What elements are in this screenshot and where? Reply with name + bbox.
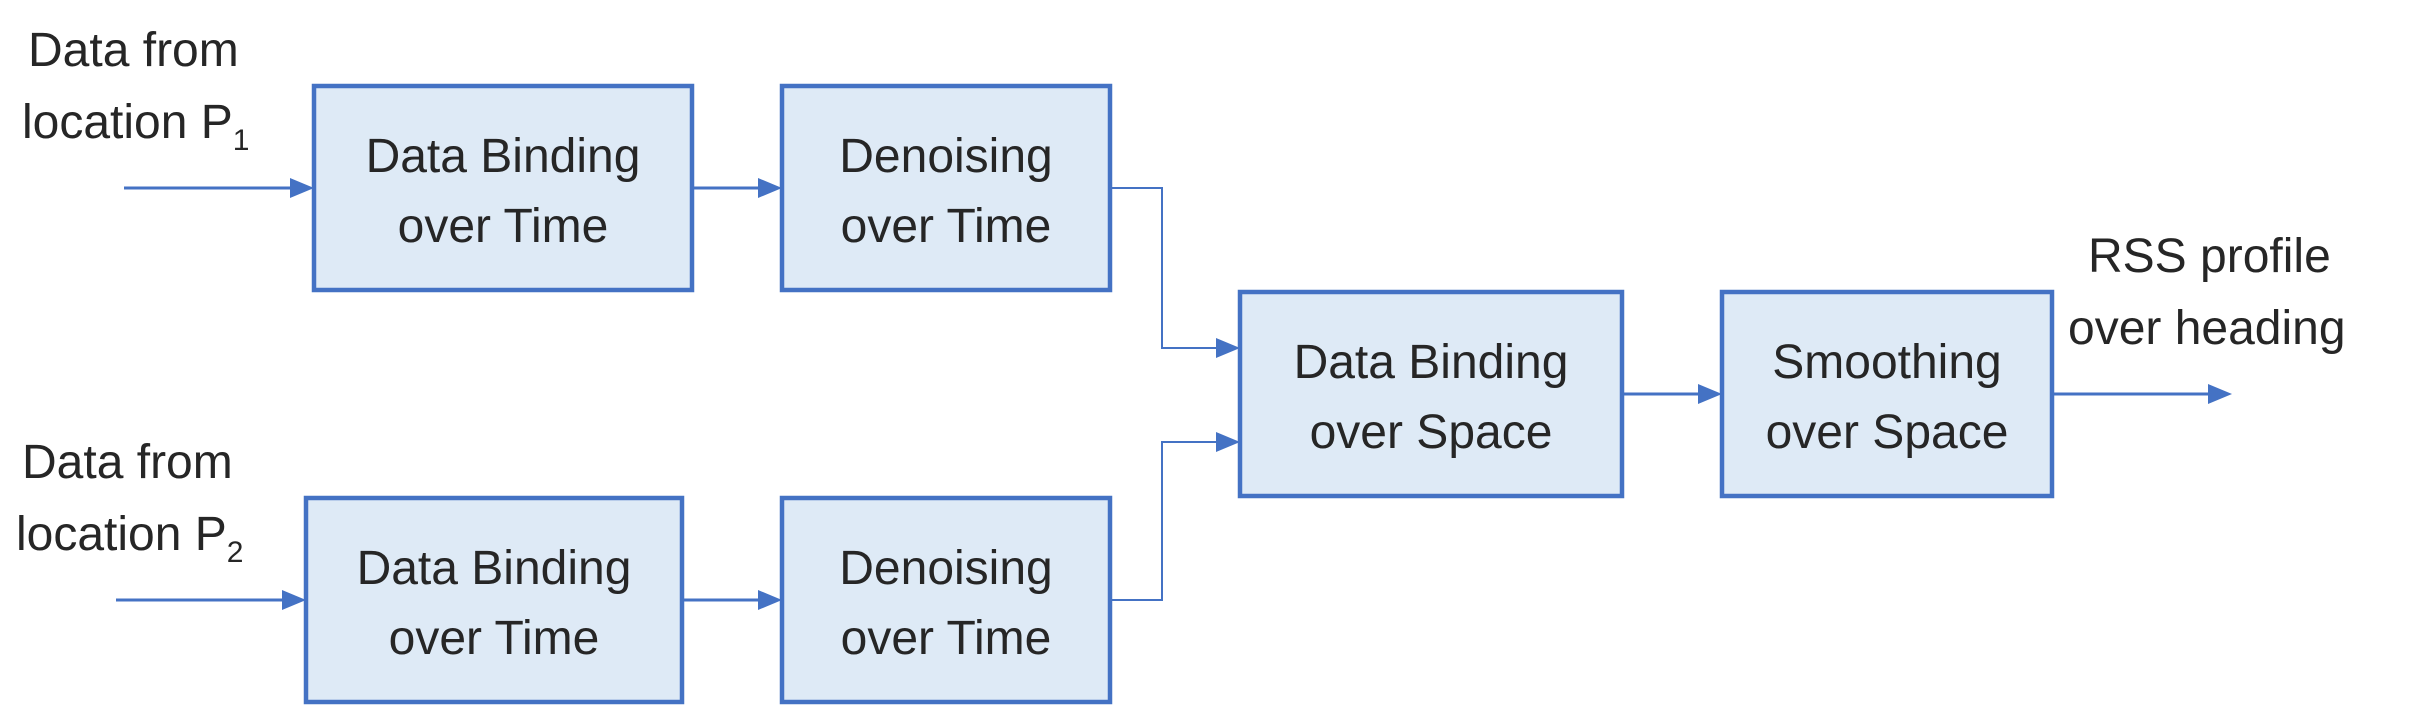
- arrow-binding2-to-denoising2: [682, 590, 782, 610]
- block-label-line1: Smoothing: [1772, 336, 2001, 389]
- block-label-line2: over Time: [398, 200, 609, 253]
- block-label-line2: over Space: [1766, 406, 2009, 459]
- input-label-p2-subscript: 2: [227, 536, 244, 569]
- block-data-binding-over-space: Data Binding over Space: [1237, 289, 1625, 499]
- block-label-line2: over Time: [389, 612, 600, 665]
- block-label-line2: over Space: [1310, 406, 1553, 459]
- arrow-output: [2052, 384, 2232, 404]
- block-label-line1: Denoising: [839, 130, 1052, 183]
- arrow-input-p1: [124, 178, 314, 198]
- arrow-denoising1-to-binding-space: [1110, 187, 1240, 358]
- input-label-p1-line2: location P: [22, 96, 233, 149]
- block-denoising-over-time-1: Denoising over Time: [779, 83, 1113, 293]
- input-label-p2-line1: Data from: [22, 436, 233, 489]
- input-label-p1-subscript: 1: [233, 124, 250, 157]
- block-smoothing-over-space: Smoothing over Space: [1719, 289, 2055, 499]
- block-label-line1: Data Binding: [1294, 336, 1569, 389]
- block-label-line2: over Time: [841, 612, 1052, 665]
- block-data-binding-over-time-1: Data Binding over Time: [311, 83, 695, 293]
- output-label-line2: over heading: [2068, 302, 2346, 355]
- block-label-line1: Data Binding: [366, 130, 641, 183]
- input-label-p1: Data from location P1: [22, 24, 249, 157]
- arrow-input-p2: [116, 590, 306, 610]
- arrow-denoising2-to-binding-space: [1110, 432, 1240, 601]
- input-label-p1-line1: Data from: [28, 24, 239, 77]
- block-label-line2: over Time: [841, 200, 1052, 253]
- block-data-binding-over-time-2: Data Binding over Time: [303, 495, 685, 705]
- output-label: RSS profile over heading: [2068, 230, 2346, 355]
- arrow-binding1-to-denoising1: [692, 178, 782, 198]
- block-denoising-over-time-2: Denoising over Time: [779, 495, 1113, 705]
- input-label-p2-line2: location P: [16, 508, 227, 561]
- block-label-line1: Data Binding: [357, 542, 632, 595]
- arrow-binding-space-to-smoothing: [1622, 384, 1722, 404]
- svg-text:location P2: location P2: [16, 508, 243, 569]
- block-label-line1: Denoising: [839, 542, 1052, 595]
- svg-text:location P1: location P1: [22, 96, 249, 157]
- input-label-p2: Data from location P2: [16, 436, 243, 569]
- output-label-line1: RSS profile: [2088, 230, 2331, 283]
